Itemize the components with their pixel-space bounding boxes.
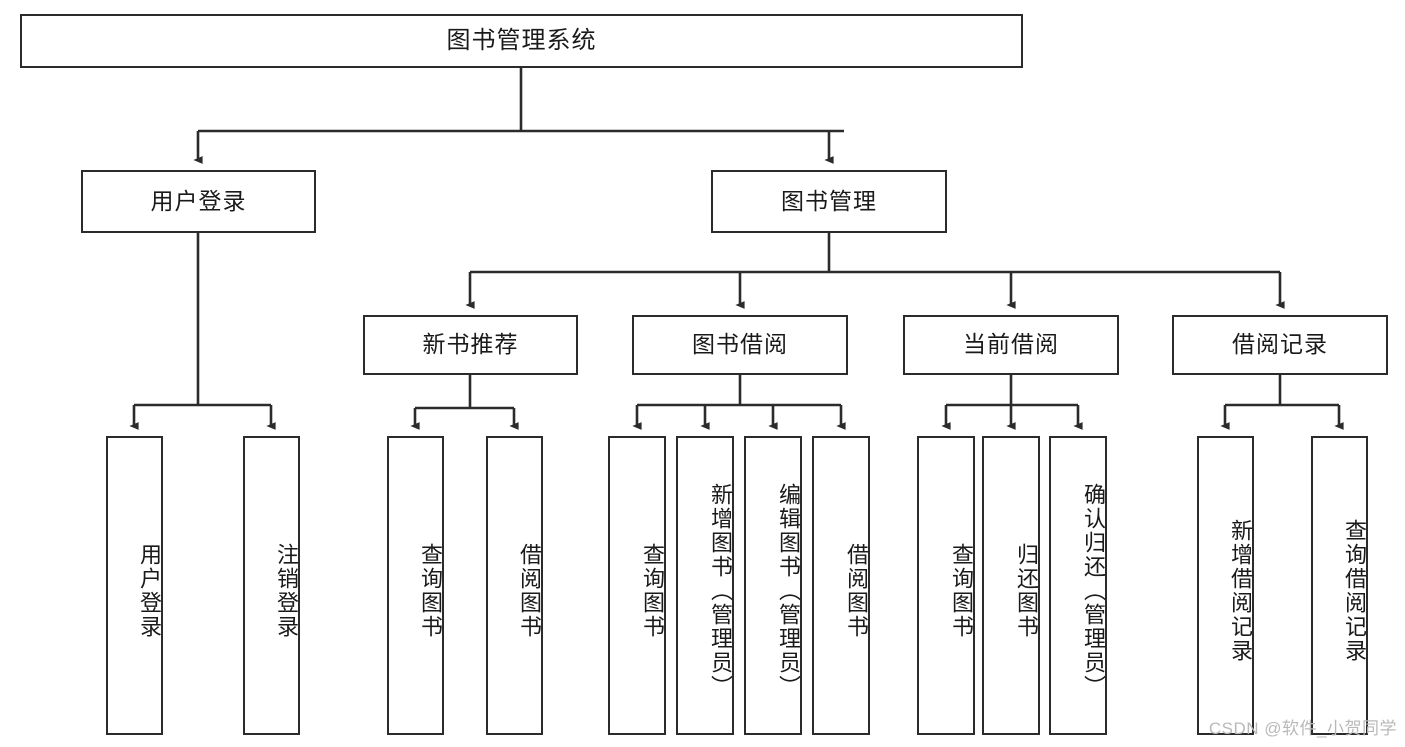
node-label: 确认归还（管理员） (1081, 482, 1106, 699)
leaf-query-book-current[interactable]: 查询图书 (917, 436, 975, 735)
node-new-book-recommend[interactable]: 新书推荐 (363, 315, 578, 375)
leaf-edit-book-admin[interactable]: 编辑图书（管理员） (744, 436, 802, 735)
node-label: 新增借阅记录 (1228, 518, 1253, 663)
node-user-login[interactable]: 用户登录 (81, 170, 316, 233)
leaf-user-login[interactable]: 用户登录 (106, 436, 163, 735)
leaf-logout[interactable]: 注销登录 (243, 436, 300, 735)
node-label: 图书管理 (781, 187, 877, 214)
node-label: 借阅图书 (844, 542, 869, 639)
leaf-query-book-new[interactable]: 查询图书 (387, 436, 444, 735)
node-label: 图书借阅 (692, 331, 788, 358)
leaf-borrow-book[interactable]: 借阅图书 (812, 436, 870, 735)
node-current-borrow[interactable]: 当前借阅 (903, 315, 1119, 375)
node-label: 归还图书 (1014, 542, 1039, 639)
node-label: 借阅记录 (1232, 331, 1328, 358)
node-label: 查询图书 (640, 542, 665, 639)
node-label: 新书推荐 (422, 331, 519, 358)
node-label: 图书管理系统 (446, 26, 597, 54)
node-label: 编辑图书（管理员） (776, 482, 801, 699)
node-label: 当前借阅 (963, 331, 1059, 358)
node-label: 注销登录 (274, 542, 299, 639)
node-label: 新增图书（管理员） (708, 482, 733, 699)
node-label: 借阅图书 (517, 542, 542, 639)
node-borrow-record[interactable]: 借阅记录 (1172, 315, 1388, 375)
node-label: 查询图书 (418, 542, 443, 639)
node-root-system[interactable]: 图书管理系统 (20, 14, 1023, 68)
csdn-watermark: CSDN @软件_小贺同学 (1208, 719, 1397, 738)
node-label: 用户登录 (137, 542, 162, 639)
leaf-add-book-admin[interactable]: 新增图书（管理员） (676, 436, 734, 735)
leaf-query-borrow-record[interactable]: 查询借阅记录 (1311, 436, 1368, 735)
leaf-query-book-borrow[interactable]: 查询图书 (608, 436, 666, 735)
leaf-borrow-book-new[interactable]: 借阅图书 (486, 436, 543, 735)
node-book-management[interactable]: 图书管理 (711, 170, 947, 233)
leaf-confirm-return-admin[interactable]: 确认归还（管理员） (1049, 436, 1107, 735)
node-book-borrow[interactable]: 图书借阅 (632, 315, 848, 375)
node-label: 用户登录 (150, 187, 247, 214)
node-label: 查询图书 (949, 542, 974, 639)
node-label: 查询借阅记录 (1342, 518, 1367, 663)
leaf-add-borrow-record[interactable]: 新增借阅记录 (1197, 436, 1254, 735)
leaf-return-book[interactable]: 归还图书 (982, 436, 1040, 735)
